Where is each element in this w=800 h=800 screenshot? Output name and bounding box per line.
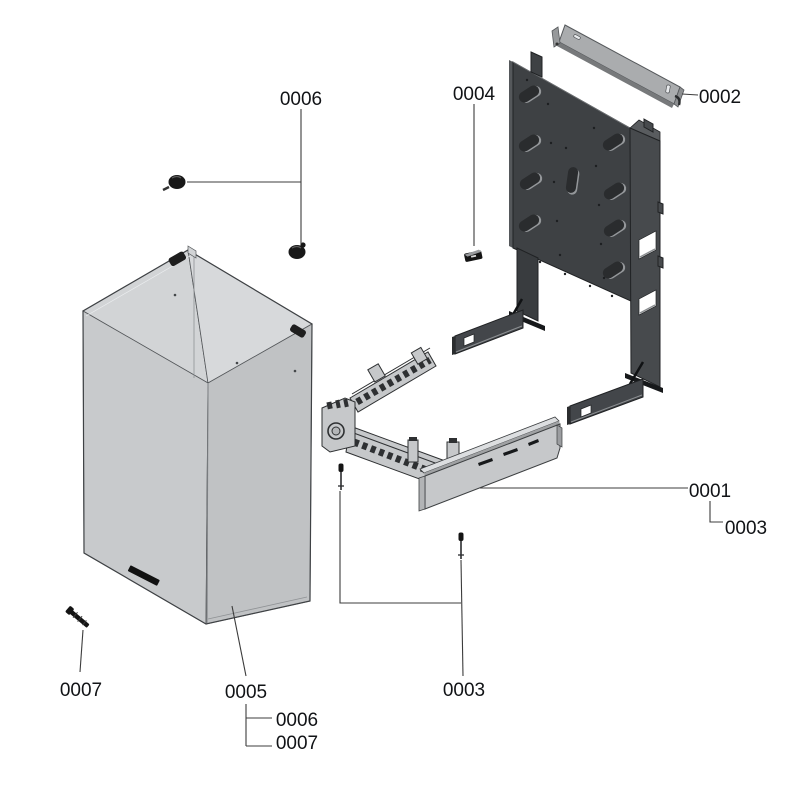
casing-clip-right — [290, 324, 306, 338]
panel-keyhole-slots — [518, 85, 627, 279]
part-0003-screw-left — [338, 463, 344, 490]
base-assembly — [321, 346, 563, 512]
leader-0003-left — [339, 491, 461, 604]
leader-0002 — [681, 93, 699, 96]
panel-rail-left — [452, 309, 524, 355]
base-corner-block — [321, 397, 356, 453]
panel-top-tab-left — [530, 51, 543, 78]
leader-0005 — [231, 605, 247, 677]
part-label-0001: 0001 — [689, 481, 731, 502]
brand-logo — [127, 565, 160, 586]
panel-holes — [525, 78, 614, 298]
part-0003-screw-right — [458, 532, 464, 559]
part-label-0005: 0005 — [225, 682, 267, 703]
part-label-0003-right: 0003 — [725, 518, 767, 539]
part-label-0006-top: 0006 — [280, 89, 322, 110]
leader-0003-right — [460, 559, 464, 677]
panel-right-flange — [629, 127, 661, 388]
leader-0007 — [79, 629, 84, 673]
part-0005-casing — [82, 245, 313, 625]
part-label-0003-bottom: 0003 — [443, 680, 485, 701]
part-0002-wall-bracket — [551, 24, 685, 108]
leader-0003-bracket — [709, 501, 723, 523]
part-0006-grommets — [162, 175, 306, 259]
panel-top-tab-right — [643, 118, 654, 133]
casing-top-tab — [187, 245, 197, 259]
part-0004-clip — [464, 249, 483, 262]
panel-leg-left — [516, 247, 539, 322]
part-0001-base-front-panel — [418, 416, 563, 512]
rear-panel-assembly — [452, 51, 664, 425]
part-0007-screw — [65, 606, 90, 628]
panel-rail-right — [567, 378, 644, 425]
part-label-0007-sub: 0007 — [276, 733, 318, 754]
part-label-0004: 0004 — [453, 84, 496, 105]
part-label-0002: 0002 — [699, 87, 741, 108]
part-label-0006-sub: 0006 — [276, 710, 318, 731]
grommet-left — [162, 175, 186, 192]
leader-lines — [79, 93, 723, 747]
callout-labels: 0006 0004 0002 0001 0003 0003 0007 0005 … — [60, 84, 767, 754]
casing-clip-left — [168, 251, 187, 267]
part-label-0007-left: 0007 — [60, 680, 102, 701]
grommet-right — [288, 242, 306, 259]
